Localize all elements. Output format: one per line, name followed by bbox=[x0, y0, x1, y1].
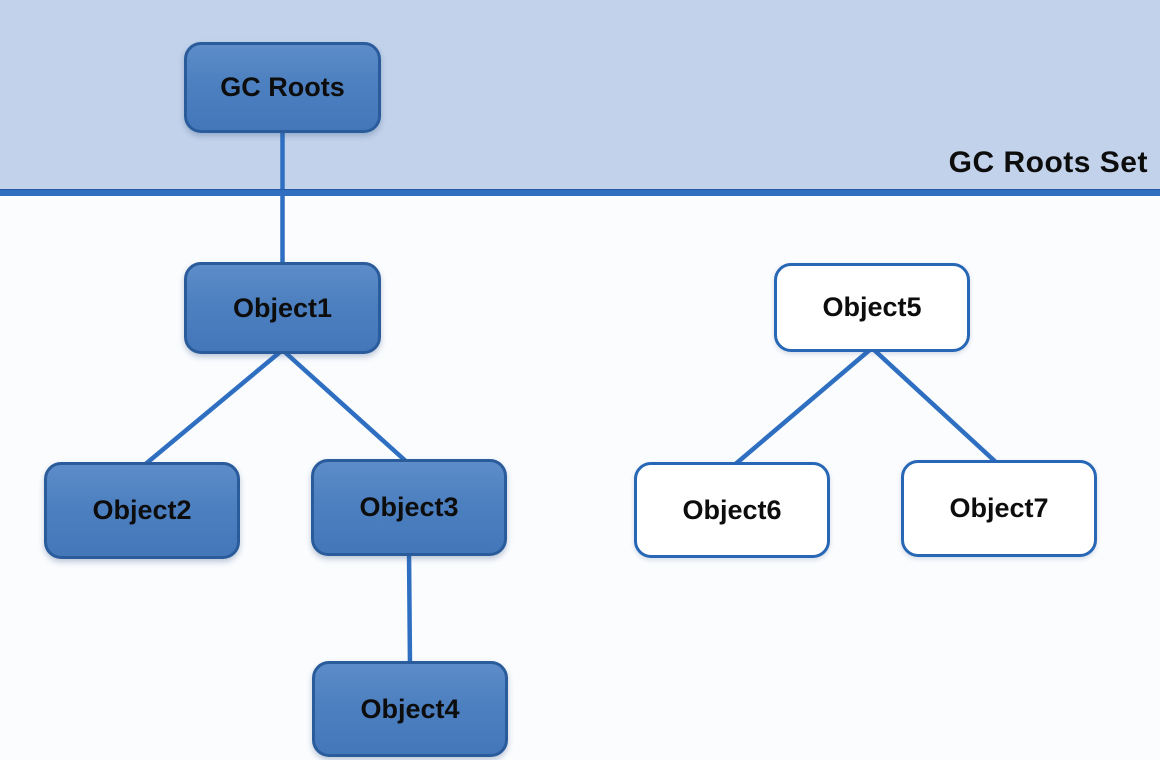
node-object1: Object1 bbox=[184, 262, 381, 354]
node-object3-label: Object3 bbox=[359, 492, 459, 522]
edge-object5-object6 bbox=[729, 345, 875, 470]
region-label: GC Roots Set bbox=[948, 146, 1148, 179]
node-object3: Object3 bbox=[311, 459, 507, 556]
edge-object3-object4 bbox=[406, 549, 413, 669]
node-object2: Object2 bbox=[44, 462, 240, 559]
node-object6-label: Object6 bbox=[682, 494, 782, 525]
node-object4: Object4 bbox=[312, 661, 508, 757]
edge-object5-object7 bbox=[869, 345, 1002, 468]
node-object6: Object6 bbox=[634, 462, 830, 558]
node-object2-label: Object2 bbox=[92, 495, 192, 525]
node-object4-label: Object4 bbox=[360, 693, 460, 724]
node-gc-roots-label: GC Roots bbox=[220, 72, 345, 102]
gc-roots-set-divider-line bbox=[0, 189, 1160, 196]
node-object7-label: Object7 bbox=[949, 493, 1049, 523]
edge-object1-object3 bbox=[280, 347, 412, 467]
edge-object1-object2 bbox=[139, 347, 285, 470]
node-gc-roots: GC Roots bbox=[184, 42, 381, 133]
node-object7: Object7 bbox=[901, 460, 1097, 557]
node-object5-label: Object5 bbox=[822, 292, 922, 322]
node-object5: Object5 bbox=[774, 263, 970, 352]
node-object1-label: Object1 bbox=[232, 292, 333, 323]
